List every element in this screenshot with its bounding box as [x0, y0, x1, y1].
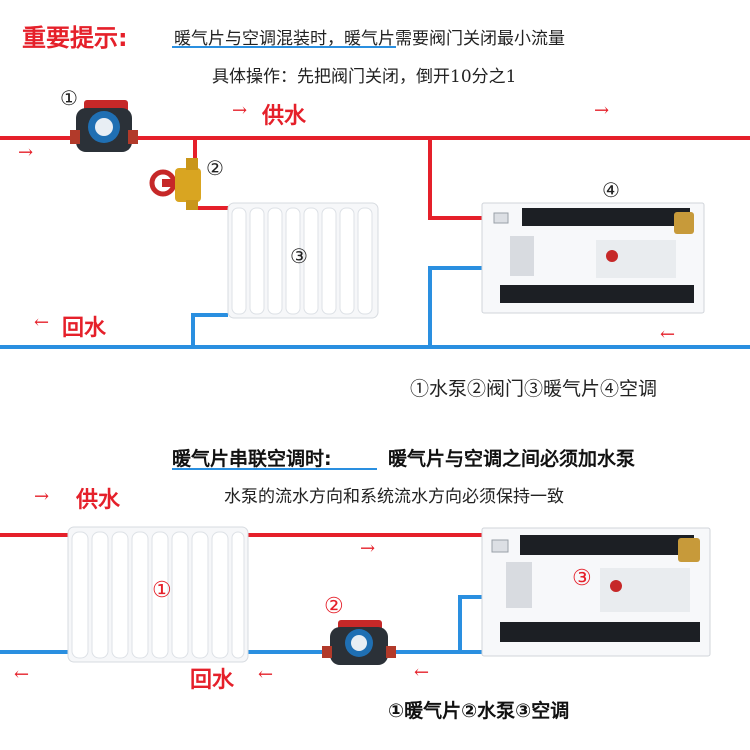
top-marker-valve: ②: [206, 156, 224, 180]
top-title-underline: [172, 46, 396, 48]
top-air-conditioner: [481, 202, 705, 314]
top-supply-arrow: →: [232, 100, 248, 121]
bottom-return-arrow-right: ←: [414, 662, 430, 683]
bottom-radiator: [67, 526, 249, 663]
bottom-note-line2: 水泵的流水方向和系统流水方向必须保持一致: [224, 487, 564, 507]
top-ac-supply-pipe: [428, 138, 482, 220]
top-radiator-return-pipe: [191, 313, 228, 347]
top-supply-arrow-right-end: →: [594, 100, 610, 121]
top-return-arrow: ←: [34, 312, 50, 333]
bottom-return-label: 回水: [190, 668, 235, 693]
top-return-arrow-right: ←: [660, 324, 676, 345]
bottom-air-conditioner: [481, 527, 711, 657]
bottom-supply-arrow: →: [34, 486, 50, 507]
bottom-return-arrow-left: ←: [14, 664, 30, 685]
top-title: 重要提示:: [22, 24, 128, 52]
top-valve: [149, 158, 201, 210]
top-ac-return-pipe: [428, 266, 482, 347]
top-water-pump: [70, 100, 138, 152]
top-note-line2: 具体操作：先把阀门关闭，倒开10分之1: [212, 67, 517, 87]
bottom-marker-radiator: ①: [152, 578, 172, 603]
top-marker-radiator: ③: [290, 244, 308, 268]
top-note-line1: 暖气片与空调混装时，暖气片需要阀门关闭最小流量: [174, 29, 565, 49]
bottom-water-pump: [322, 620, 396, 665]
bottom-supply-arrow-mid: →: [360, 538, 376, 559]
top-return-label: 回水: [62, 316, 107, 341]
top-legend: ①水泵②阀门③暖气片④空调: [410, 378, 658, 400]
top-supply-arrow-left-end: →: [18, 142, 34, 163]
top-supply-label: 供水: [262, 104, 307, 129]
top-marker-ac: ④: [602, 178, 620, 202]
bottom-marker-ac: ③: [572, 566, 592, 591]
bottom-note-line1: 暖气片与空调之间必须加水泵: [388, 448, 636, 470]
top-radiator: [227, 202, 379, 319]
bottom-title: 暖气片串联空调时:: [172, 448, 332, 470]
bottom-title-underline: [172, 468, 377, 470]
bottom-return-arrow-mid: ←: [258, 664, 274, 685]
bottom-marker-pump: ②: [324, 594, 344, 619]
bottom-legend: ①暖气片②水泵③空调: [388, 700, 570, 722]
top-marker-pump: ①: [60, 86, 78, 110]
bottom-supply-label: 供水: [76, 488, 121, 513]
bottom-ac-inlet-pipe: [458, 595, 482, 652]
